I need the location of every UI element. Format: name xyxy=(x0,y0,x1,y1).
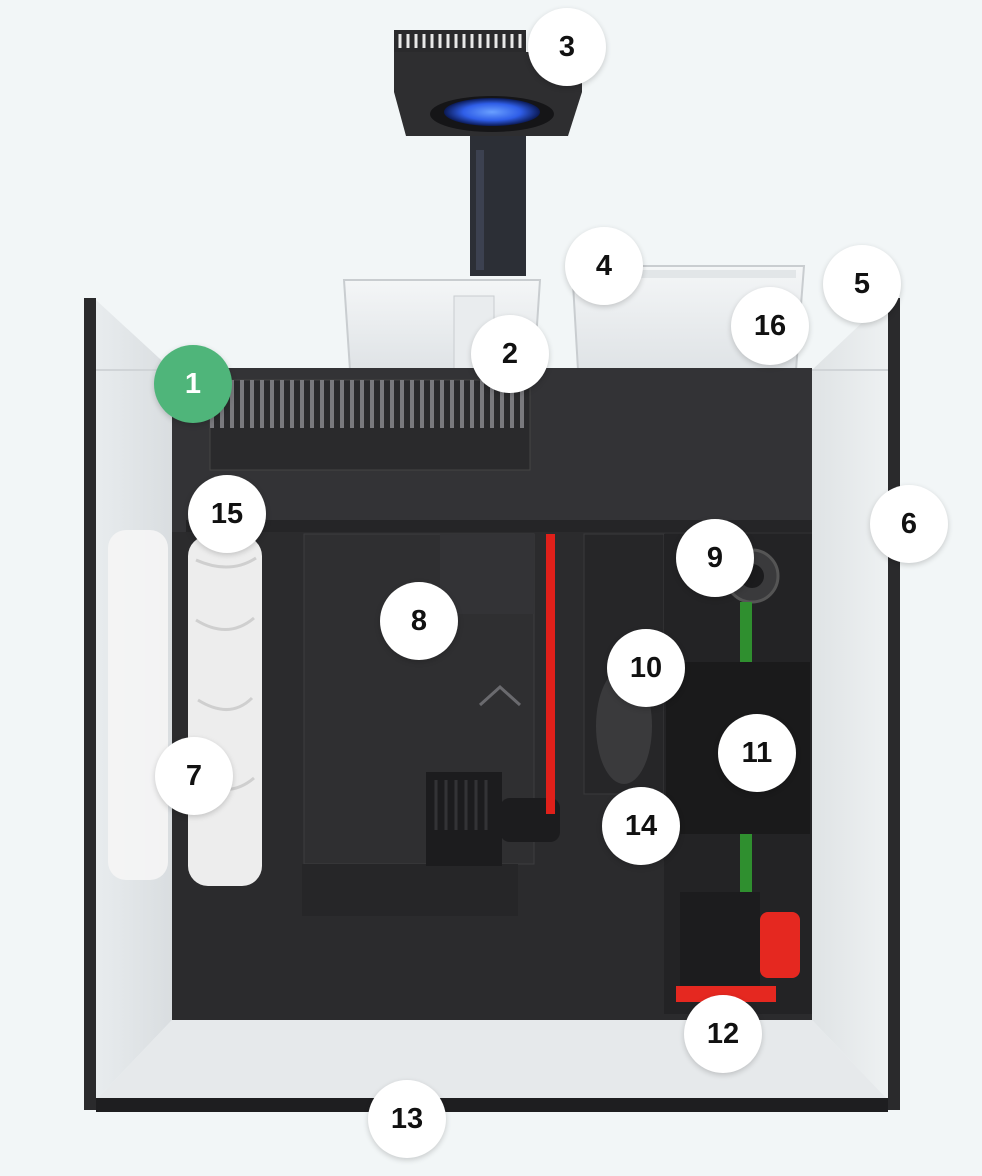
hotspot-6-button[interactable]: 6 xyxy=(870,485,948,563)
hotspot-11-button[interactable]: 11 xyxy=(718,714,796,792)
hotspot-13-button[interactable]: 13 xyxy=(368,1080,446,1158)
led-light xyxy=(394,30,582,276)
hotspot-14-button[interactable]: 14 xyxy=(602,787,680,865)
hotspot-12-button[interactable]: 12 xyxy=(684,995,762,1073)
hotspot-9-button[interactable]: 9 xyxy=(676,519,754,597)
hotspot-3-button[interactable]: 3 xyxy=(528,8,606,86)
hotspot-10-button[interactable]: 10 xyxy=(607,629,685,707)
hotspot-2-button[interactable]: 2 xyxy=(471,315,549,393)
hotspot-1-button[interactable]: 1 xyxy=(154,345,232,423)
hotspot-15-button[interactable]: 15 xyxy=(188,475,266,553)
hotspot-7-button[interactable]: 7 xyxy=(155,737,233,815)
hotspot-8-button[interactable]: 8 xyxy=(380,582,458,660)
red-tube xyxy=(546,534,555,814)
hotspot-16-button[interactable]: 16 xyxy=(731,287,809,365)
hotspot-4-button[interactable]: 4 xyxy=(565,227,643,305)
hotspot-5-button[interactable]: 5 xyxy=(823,245,901,323)
